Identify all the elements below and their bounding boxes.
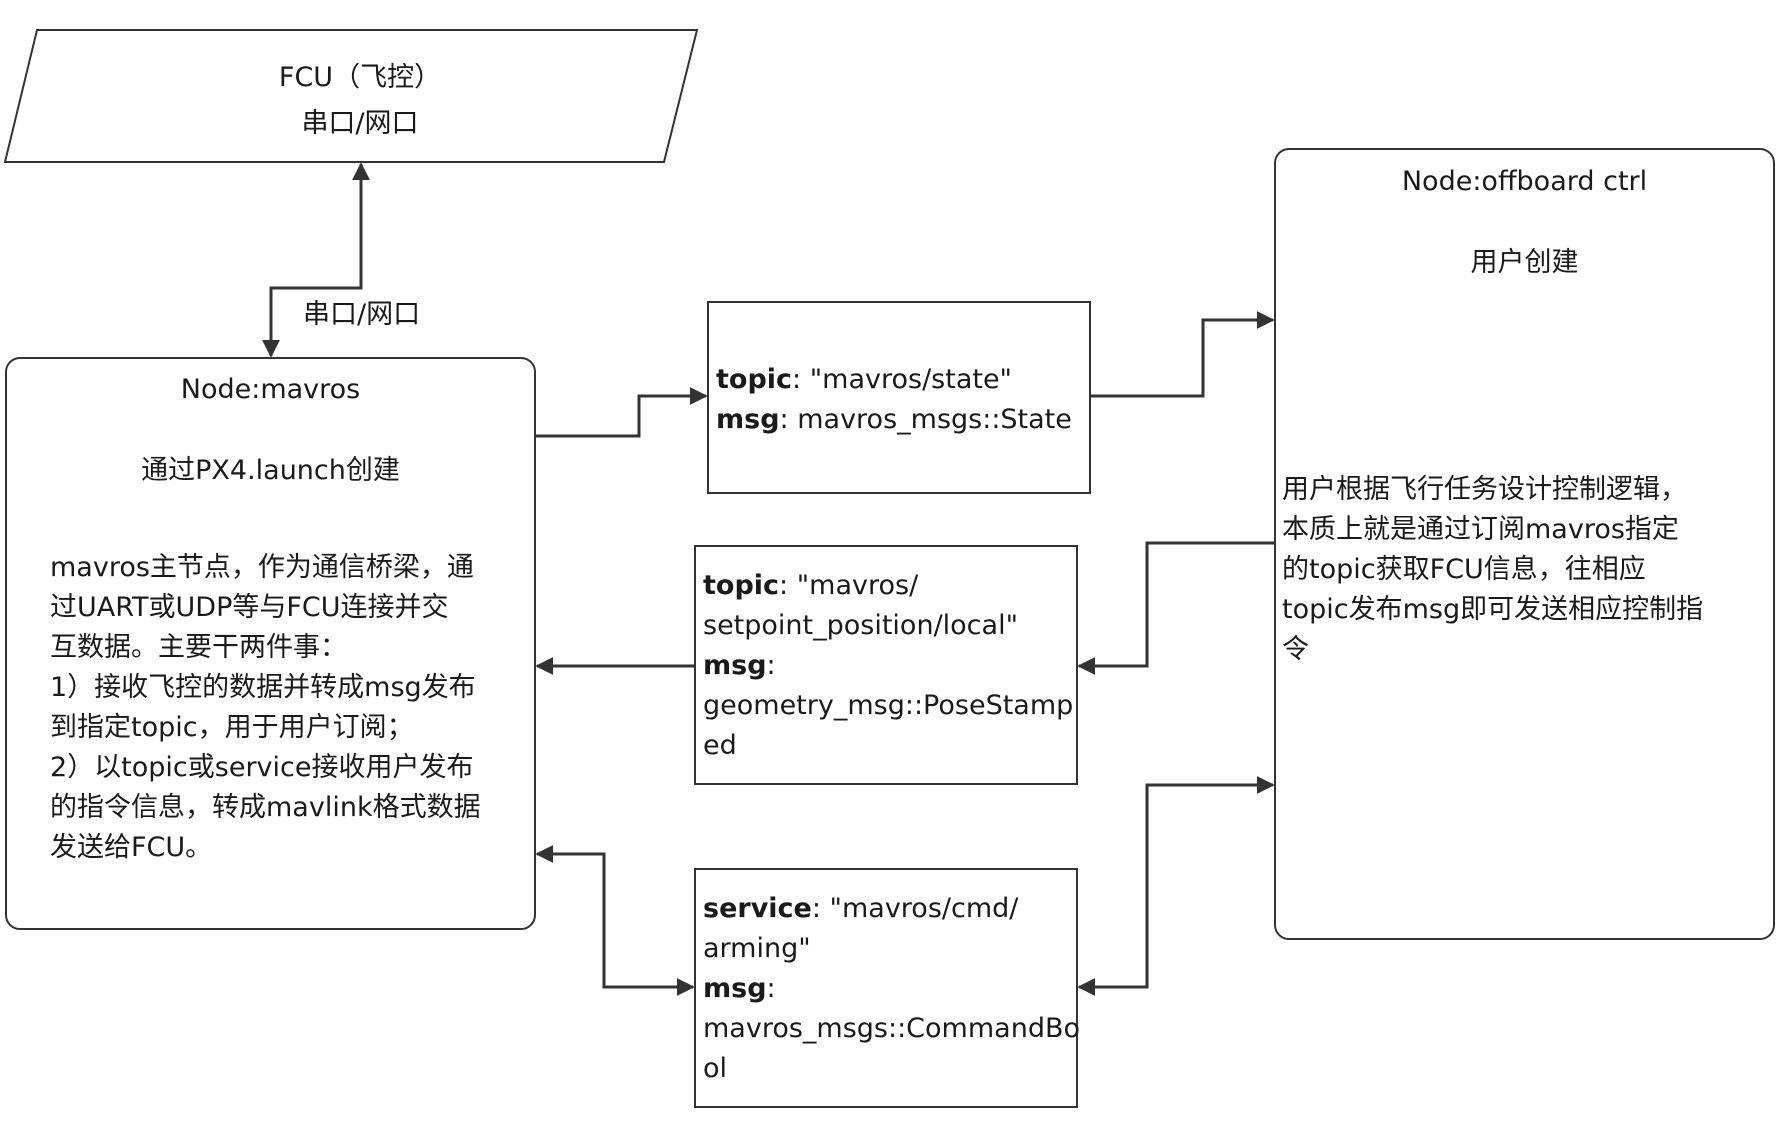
offboard-desc-line: 用户根据飞行任务设计控制逻辑， — [1282, 474, 1687, 505]
mavros-desc-line: mavros主节点，作为通信桥梁，通 — [50, 552, 474, 583]
state-box: topic: "mavros/state" msg: mavros_msgs::… — [716, 360, 1088, 440]
arming-msg-line-3: ol — [703, 1053, 728, 1084]
mavros-desc-line: 过UART或UDP等与FCU连接并交 — [50, 592, 449, 623]
mavros-desc-line: 的指令信息，转成mavlink格式数据 — [50, 792, 481, 823]
fcu-shape — [3, 29, 699, 163]
offboard-desc-line: topic发布msg即可发送相应控制指 — [1282, 594, 1704, 625]
state-box-shape — [707, 301, 1091, 494]
offboard-desc-line: 令 — [1282, 634, 1309, 665]
arming-msg-line-2: mavros_msgs::CommandBo — [703, 1013, 1080, 1044]
mavros-desc-line: 2）以topic或service接收用户发布 — [50, 752, 474, 783]
offboard-desc-line: 本质上就是通过订阅mavros指定 — [1282, 514, 1679, 545]
mavros-node-description: mavros主节点，作为通信桥梁，通 过UART或UDP等与FCU连接并交 互数… — [50, 548, 530, 868]
state-offboard-connector — [1090, 311, 1275, 398]
mavros-node-created-by: 通过PX4.launch创建 — [141, 455, 400, 486]
state-topic-line: topic: "mavros/state" — [716, 360, 1088, 400]
state-msg-kind: msg — [716, 404, 780, 435]
state-msg-value: : mavros_msgs::State — [779, 404, 1072, 435]
fcu-subtitle: 串口/网口 — [301, 108, 419, 139]
setpoint-topic-value: : "mavros/ — [779, 570, 919, 601]
mavros-node-title: Node:mavros — [180, 374, 361, 405]
arming-msg-kind: msg — [703, 973, 767, 1004]
state-msg-line: msg: mavros_msgs::State — [716, 400, 1088, 440]
offboard-desc-line: 的topic获取FCU信息，往相应 — [1282, 554, 1646, 585]
mavros-node-shape — [5, 357, 536, 930]
arming-service-line-2: arming" — [703, 933, 811, 964]
setpoint-topic-line-2: setpoint_position/local" — [703, 610, 1018, 641]
mavros-state-connector — [535, 387, 708, 438]
arming-msg-colon: : — [766, 973, 776, 1004]
setpoint-box-shape — [694, 545, 1078, 785]
state-topic-value: : "mavros/state" — [792, 364, 1012, 395]
offboard-node-created-by: 用户创建 — [1470, 247, 1579, 278]
setpoint-topic-line: topic: "mavros/ — [703, 566, 1075, 606]
mavros-desc-line: 1）接收飞控的数据并转成msg发布 — [50, 672, 476, 703]
fcu-title: FCU（飞控） — [278, 62, 442, 93]
arming-box: service: "mavros/cmd/ arming" msg: mavro… — [703, 889, 1080, 1089]
arming-box-shape — [694, 868, 1078, 1108]
setpoint-msg-line-2: geometry_msg::PoseStamp — [703, 690, 1074, 721]
setpoint-topic-kind: topic — [703, 570, 780, 601]
link-label: 串口/网口 — [303, 299, 421, 330]
setpoint-box: topic: "mavros/ setpoint_position/local"… — [703, 566, 1075, 766]
mavros-desc-line: 发送给FCU。 — [50, 832, 213, 863]
arming-service-value: : "mavros/cmd/ — [811, 893, 1019, 924]
setpoint-msg-kind: msg — [703, 650, 767, 681]
fcu-mavros-connector — [262, 162, 370, 358]
mavros-desc-line: 互数据。主要干两件事： — [50, 632, 347, 663]
setpoint-msg-colon: : — [766, 650, 776, 681]
offboard-node-description: 用户根据飞行任务设计控制逻辑， 本质上就是通过订阅mavros指定 的topic… — [1282, 470, 1770, 670]
setpoint-msg-line: msg: — [703, 646, 1075, 686]
offboard-node-title: Node:offboard ctrl — [1401, 166, 1648, 197]
arming-offboard-connector — [1077, 776, 1275, 996]
state-topic-kind: topic — [716, 364, 793, 395]
arming-service-kind: service — [703, 893, 812, 924]
arming-msg-line: msg: — [703, 969, 1075, 1009]
offboard-setpoint-connector — [1077, 541, 1275, 675]
setpoint-msg-line-3: ed — [703, 730, 737, 761]
mavros-desc-line: 到指定topic，用于用户订阅； — [50, 712, 414, 743]
mavros-arming-connector — [535, 845, 695, 996]
arming-service-line: service: "mavros/cmd/ — [703, 889, 1075, 929]
